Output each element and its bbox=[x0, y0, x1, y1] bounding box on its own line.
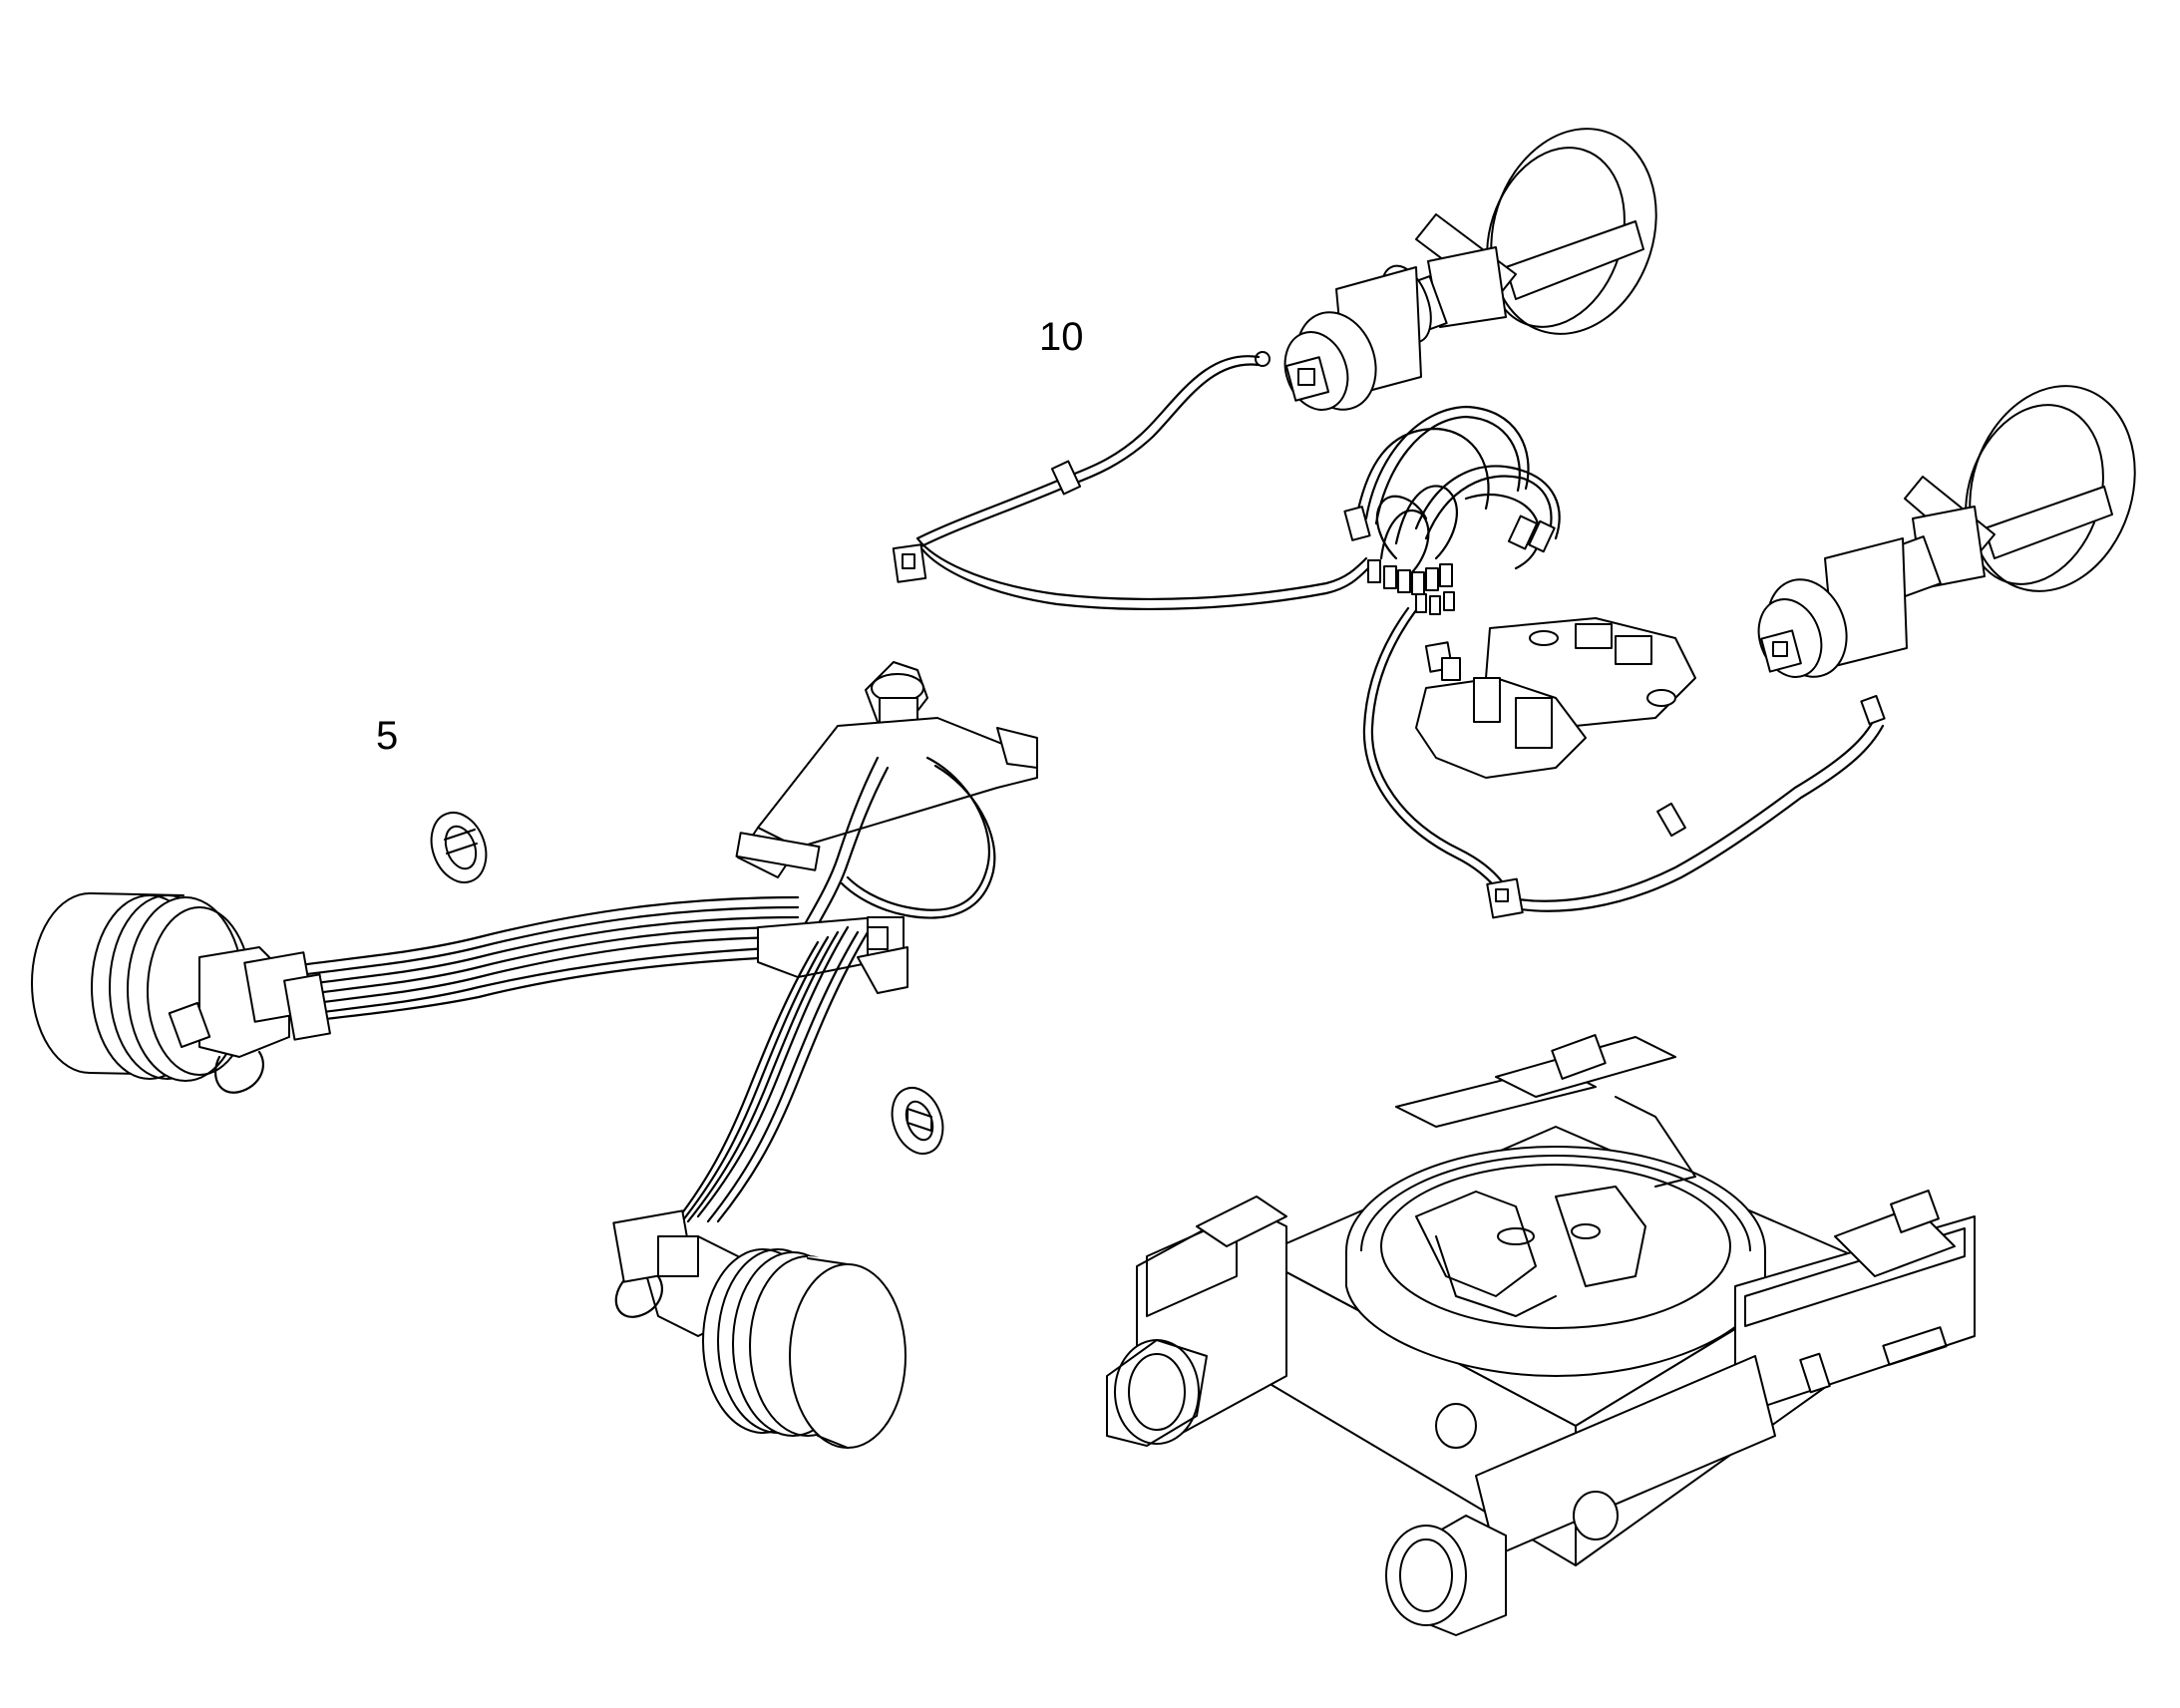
assembly-10-hoses bbox=[892, 355, 1370, 611]
right-travel-drum bbox=[612, 1209, 907, 1449]
left-travel-drum bbox=[31, 892, 331, 1094]
assembly-10-travel-motors bbox=[892, 128, 2136, 919]
assembly-5-hose-loops bbox=[796, 756, 996, 945]
assembly-5-travel-motors bbox=[31, 661, 1038, 1449]
central-hose-bundle bbox=[1343, 405, 1561, 615]
mounting-plates bbox=[1415, 617, 1696, 779]
lower-hose-run bbox=[1362, 606, 1886, 919]
lower-travel-motor bbox=[1757, 385, 2136, 678]
left-hose-run bbox=[297, 895, 908, 1024]
item-number-10: 10 bbox=[1039, 315, 1084, 359]
undercarriage-frame bbox=[1106, 1034, 1976, 1636]
right-hose-run bbox=[666, 925, 870, 1233]
rotary-joint-bracket bbox=[735, 661, 1038, 878]
loose-caps bbox=[430, 812, 944, 1155]
item-number-5: 5 bbox=[376, 714, 399, 758]
upper-travel-motor bbox=[1255, 128, 1657, 411]
